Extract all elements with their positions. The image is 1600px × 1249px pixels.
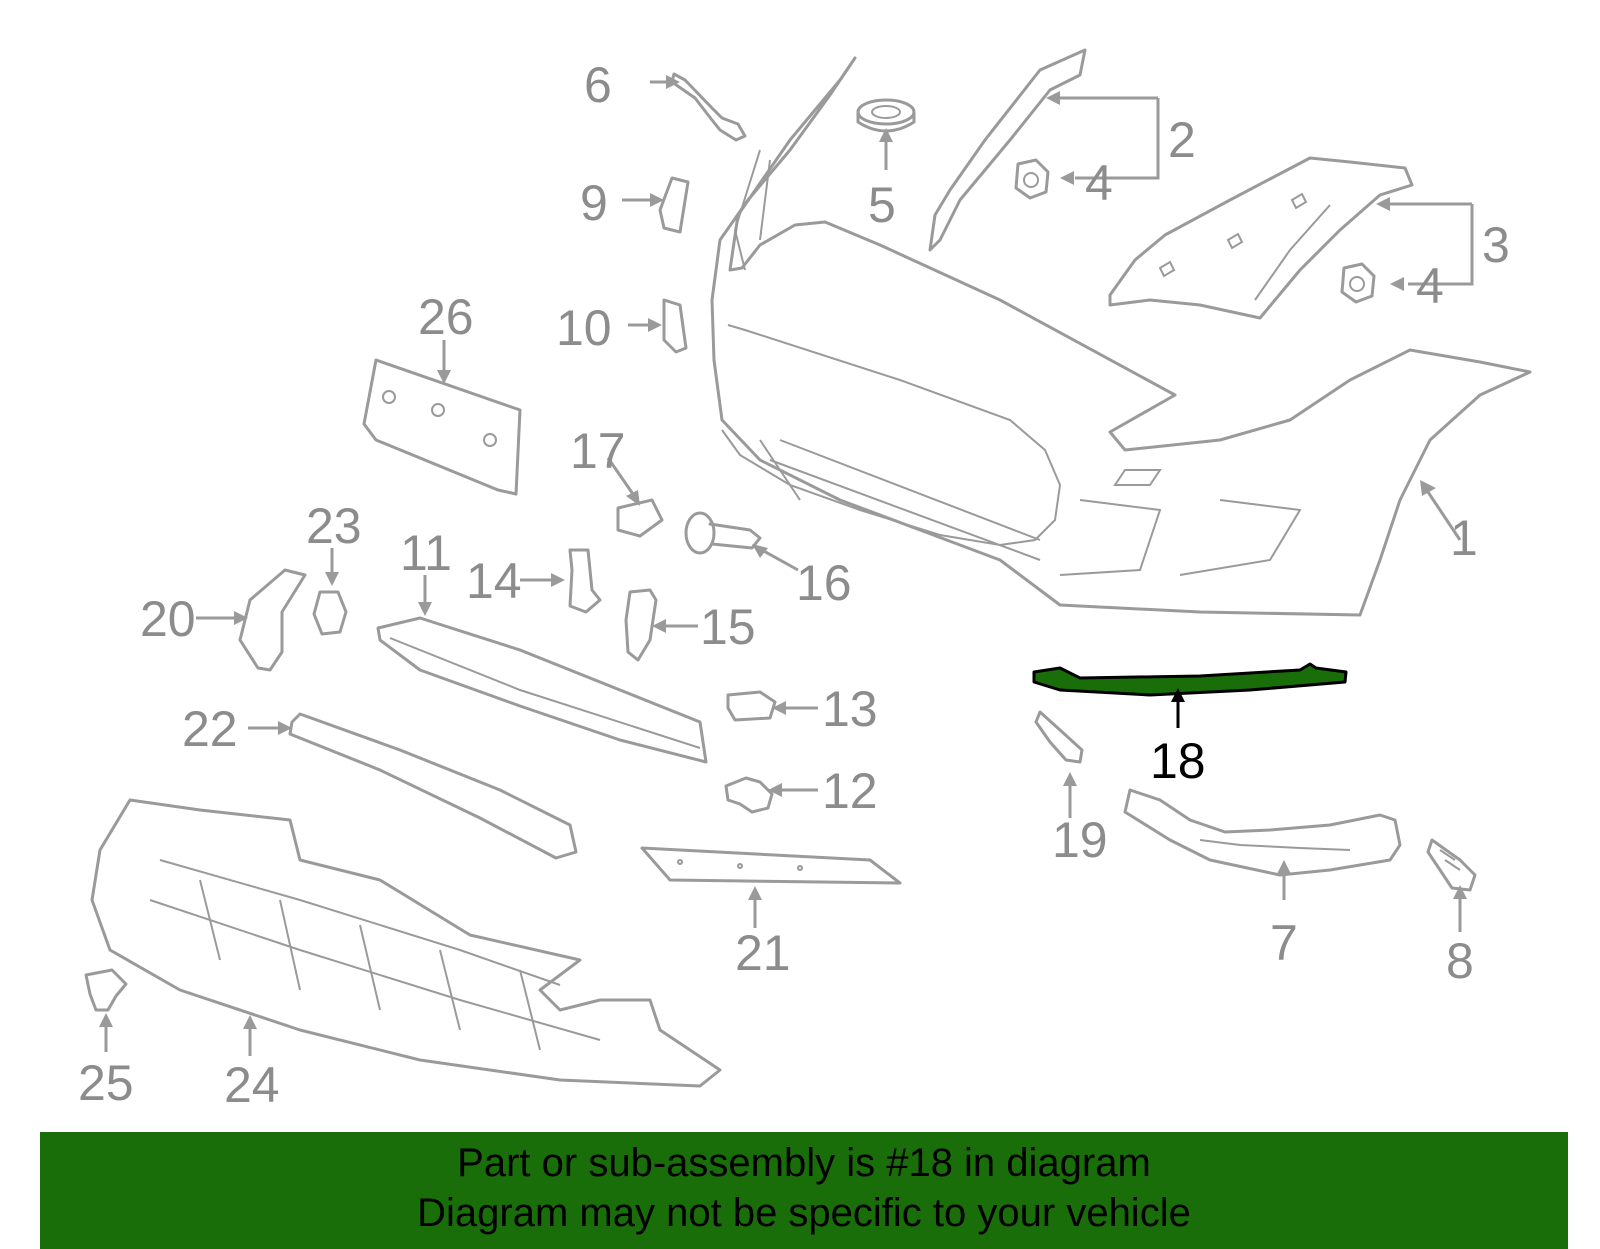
part-17-clip [616,498,664,538]
callout-17: 17 [570,423,626,479]
callout-1: 1 [1450,510,1478,566]
callout-7: 7 [1270,915,1298,971]
part-20-bracket [238,568,307,672]
part-14-bracket [568,548,602,614]
callout-11: 11 [400,525,452,581]
callout-10: 10 [556,300,612,356]
part-12-push-clip [724,776,774,814]
callout-20: 20 [140,591,196,647]
part-info-banner: Part or sub-assembly is #18 in diagram D… [40,1132,1568,1249]
callout-16: 16 [796,555,852,611]
part-9-clip [658,176,690,234]
callout-3: 3 [1482,217,1510,273]
part-26-license-bracket [362,358,522,496]
part-23-bolt [312,590,348,636]
part-3-bracket [1108,156,1414,320]
callout-24: 24 [224,1057,280,1113]
part-4-nut [1340,262,1376,304]
part-13-clip [726,690,777,722]
callout-25: 25 [78,1055,134,1111]
callout-21: 21 [735,925,791,981]
callout-13: 13 [822,681,878,737]
part-16-screw [684,511,762,555]
callout-15: 15 [700,599,756,655]
callout-9: 9 [580,175,608,231]
callout-4b: 4 [1416,258,1444,314]
part-2-bracket [928,48,1087,252]
callout-18: 18 [1150,733,1206,789]
part-6-clip [670,72,747,142]
part-18-strip-highlighted [1032,662,1348,697]
callout-8: 8 [1446,933,1474,989]
callout-14: 14 [466,553,522,609]
part-15-bracket [624,588,658,662]
part-7-bracket [1123,788,1402,877]
callout-26: 26 [418,289,474,345]
part-25-clip [84,968,128,1012]
part-24-splash-shield [90,798,722,1088]
banner-line-disclaimer: Diagram may not be specific to your vehi… [417,1191,1191,1235]
callout-19: 19 [1052,812,1108,868]
callout-23: 23 [306,498,362,554]
part-10-clip [662,298,688,354]
callout-leaders [99,75,1474,1056]
callout-12: 12 [822,763,878,819]
callout-5: 5 [868,177,896,233]
part-8-bolt [1426,838,1477,892]
banner-line-part-number: Part or sub-assembly is #18 in diagram [457,1141,1151,1185]
callout-4: 4 [1085,155,1113,211]
callout-22: 22 [182,701,238,757]
part-1-bumper-cover [710,56,1532,617]
callout-6: 6 [584,57,612,113]
part-5-grommet [856,98,916,133]
part-4-nut [1014,158,1050,200]
callout-2: 2 [1168,112,1196,168]
part-19-bolt [1034,710,1084,764]
part-11-strip [376,616,708,764]
part-21-strip [640,846,902,885]
callout-leader-18-highlighted [1171,688,1185,728]
part-22-strip [288,712,578,860]
